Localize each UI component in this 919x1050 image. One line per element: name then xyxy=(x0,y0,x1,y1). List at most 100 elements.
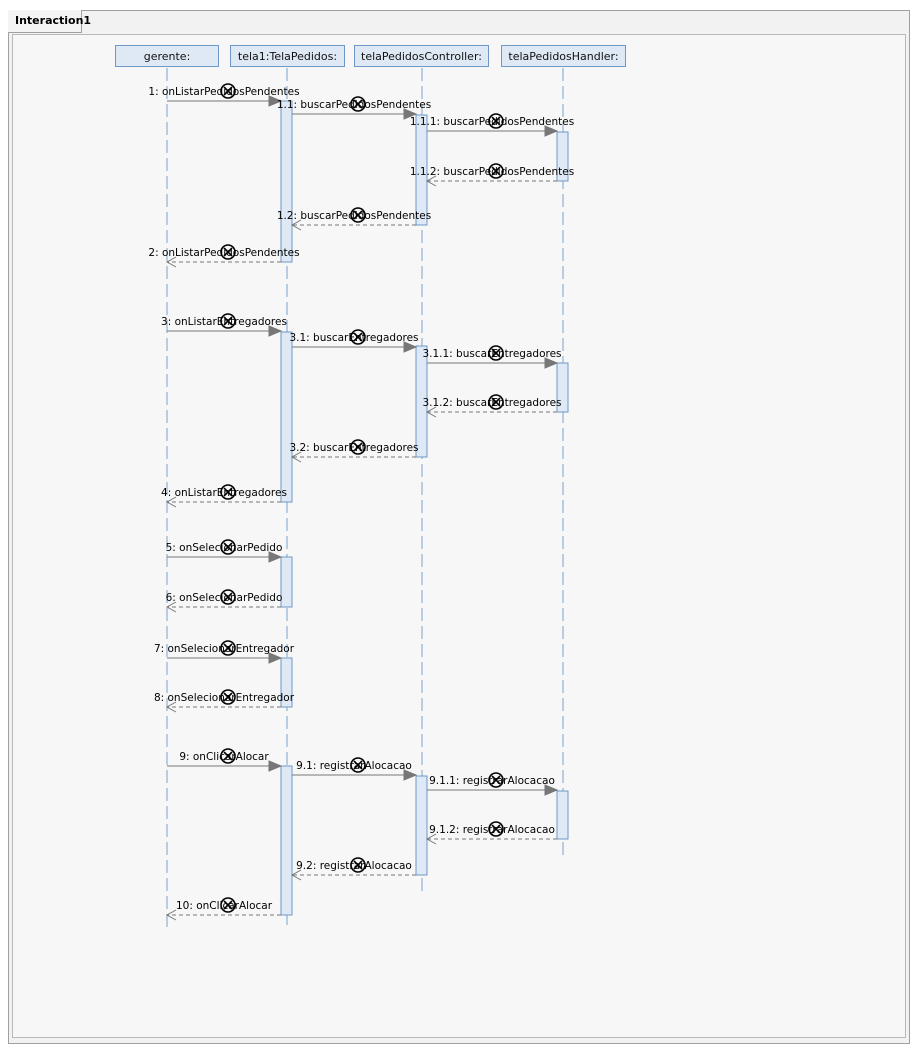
message-label: 1.1.2: buscarPedidosPendentes xyxy=(410,166,574,178)
reply-arrowhead xyxy=(165,909,177,921)
lifeline-tela-pedidos[interactable]: tela1:TelaPedidos: xyxy=(230,45,345,67)
error-marker-icon xyxy=(220,689,236,705)
error-marker-icon xyxy=(350,439,366,455)
error-marker-stroke xyxy=(223,692,233,702)
error-marker-icon xyxy=(488,113,504,129)
error-marker-icon xyxy=(220,244,236,260)
message-label: 1: onListarPedidosPendentes xyxy=(148,86,299,98)
message-label: 9.1.1: registrarAlocacao xyxy=(429,775,555,787)
error-marker-stroke xyxy=(223,900,233,910)
sync-arrowhead xyxy=(268,551,283,563)
activation-bar xyxy=(556,362,569,413)
error-marker-stroke xyxy=(223,247,233,257)
error-marker-stroke xyxy=(491,397,501,407)
error-marker-stroke xyxy=(223,86,233,96)
sync-arrowhead xyxy=(544,125,559,137)
error-marker-stroke xyxy=(353,332,363,342)
error-marker-icon xyxy=(350,329,366,345)
reply-arrowhead xyxy=(165,701,177,713)
error-marker-icon xyxy=(220,897,236,913)
sync-arrowhead xyxy=(403,341,418,353)
sync-arrowhead xyxy=(403,769,418,781)
reply-arrowhead xyxy=(425,406,437,418)
message-label: 6: onSelecionarPedido xyxy=(166,592,283,604)
activation-bar xyxy=(280,100,293,263)
error-marker-stroke xyxy=(223,643,233,653)
error-marker-stroke xyxy=(491,166,501,176)
sync-arrowhead xyxy=(544,357,559,369)
reply-arrowhead xyxy=(165,496,177,508)
error-marker-icon xyxy=(488,163,504,179)
error-marker-stroke xyxy=(353,760,363,770)
lifeline-tela-pedidos-handler[interactable]: telaPedidosHandler: xyxy=(501,45,626,67)
error-marker-icon xyxy=(220,589,236,605)
activation-bar xyxy=(556,790,569,840)
reply-arrowhead xyxy=(290,219,302,231)
sync-arrowhead xyxy=(268,760,283,772)
message-label: 7: onSelecionarEntregador xyxy=(154,643,295,655)
error-marker-stroke xyxy=(491,824,501,834)
message-label: 9: onClicarAlocar xyxy=(179,751,269,763)
error-marker-stroke xyxy=(353,99,363,109)
activation-bar xyxy=(280,556,293,608)
message-label: 3.1.2: buscarEntregadores xyxy=(422,397,561,409)
activation-bar xyxy=(556,131,569,182)
diagram-canvas xyxy=(12,34,906,1038)
activation-bar xyxy=(415,345,428,458)
activation-bar xyxy=(415,114,428,226)
error-marker-icon xyxy=(350,207,366,223)
lifeline-tela-pedidos-controller[interactable]: telaPedidosController: xyxy=(354,45,489,67)
error-marker-icon xyxy=(488,394,504,410)
message-label: 5: onSelecionarPedido xyxy=(166,542,283,554)
message-label: 8: onSelecionarEntregador xyxy=(154,692,295,704)
error-marker-icon xyxy=(220,640,236,656)
error-marker-icon xyxy=(488,772,504,788)
activation-bar xyxy=(280,331,293,503)
message-label: 9.1.2: registrarAlocacao xyxy=(429,824,555,836)
message-label: 3: onListarEntregadores xyxy=(161,316,287,328)
error-marker-icon xyxy=(220,748,236,764)
frame-title: Interaction1 xyxy=(15,14,92,27)
message-label: 2: onListarPedidosPendentes xyxy=(148,247,299,259)
activation-bar xyxy=(415,775,428,876)
sync-arrowhead xyxy=(544,784,559,796)
error-marker-icon xyxy=(220,313,236,329)
message-label: 3.1.1: buscarEntregadores xyxy=(422,348,561,360)
sync-arrowhead xyxy=(268,95,283,107)
error-marker-stroke xyxy=(223,542,233,552)
error-marker-icon xyxy=(488,821,504,837)
lifeline-gerente[interactable]: gerente: xyxy=(115,45,219,67)
error-marker-icon xyxy=(220,539,236,555)
error-marker-stroke xyxy=(491,348,501,358)
error-marker-stroke xyxy=(491,116,501,126)
sync-arrowhead xyxy=(403,108,418,120)
message-label: 9.2: registrarAlocacao xyxy=(296,860,412,872)
activation-bar xyxy=(280,657,293,708)
error-marker-icon xyxy=(350,757,366,773)
error-marker-stroke xyxy=(491,775,501,785)
error-marker-stroke xyxy=(353,442,363,452)
error-marker-stroke xyxy=(353,210,363,220)
error-marker-icon xyxy=(350,857,366,873)
error-marker-stroke xyxy=(223,487,233,497)
sync-arrowhead xyxy=(268,652,283,664)
reply-arrowhead xyxy=(290,869,302,881)
error-marker-icon xyxy=(220,484,236,500)
reply-arrowhead xyxy=(165,256,177,268)
sync-arrowhead xyxy=(268,325,283,337)
reply-arrowhead xyxy=(425,175,437,187)
message-label: 4: onListarEntregadores xyxy=(161,487,287,499)
frame-title-tab xyxy=(8,10,82,33)
error-marker-icon xyxy=(220,83,236,99)
message-label: 10: onClicarAlocar xyxy=(176,900,273,912)
error-marker-stroke xyxy=(223,592,233,602)
error-marker-stroke xyxy=(223,316,233,326)
activation-bar xyxy=(280,765,293,916)
message-label: 1.2: buscarPedidosPendentes xyxy=(277,210,431,222)
message-label: 1.1.1: buscarPedidosPendentes xyxy=(410,116,574,128)
message-label: 3.1: buscarEntregadores xyxy=(289,332,418,344)
message-label: 1.1: buscarPedidosPendentes xyxy=(277,99,431,111)
reply-arrowhead xyxy=(290,451,302,463)
reply-arrowhead xyxy=(165,601,177,613)
